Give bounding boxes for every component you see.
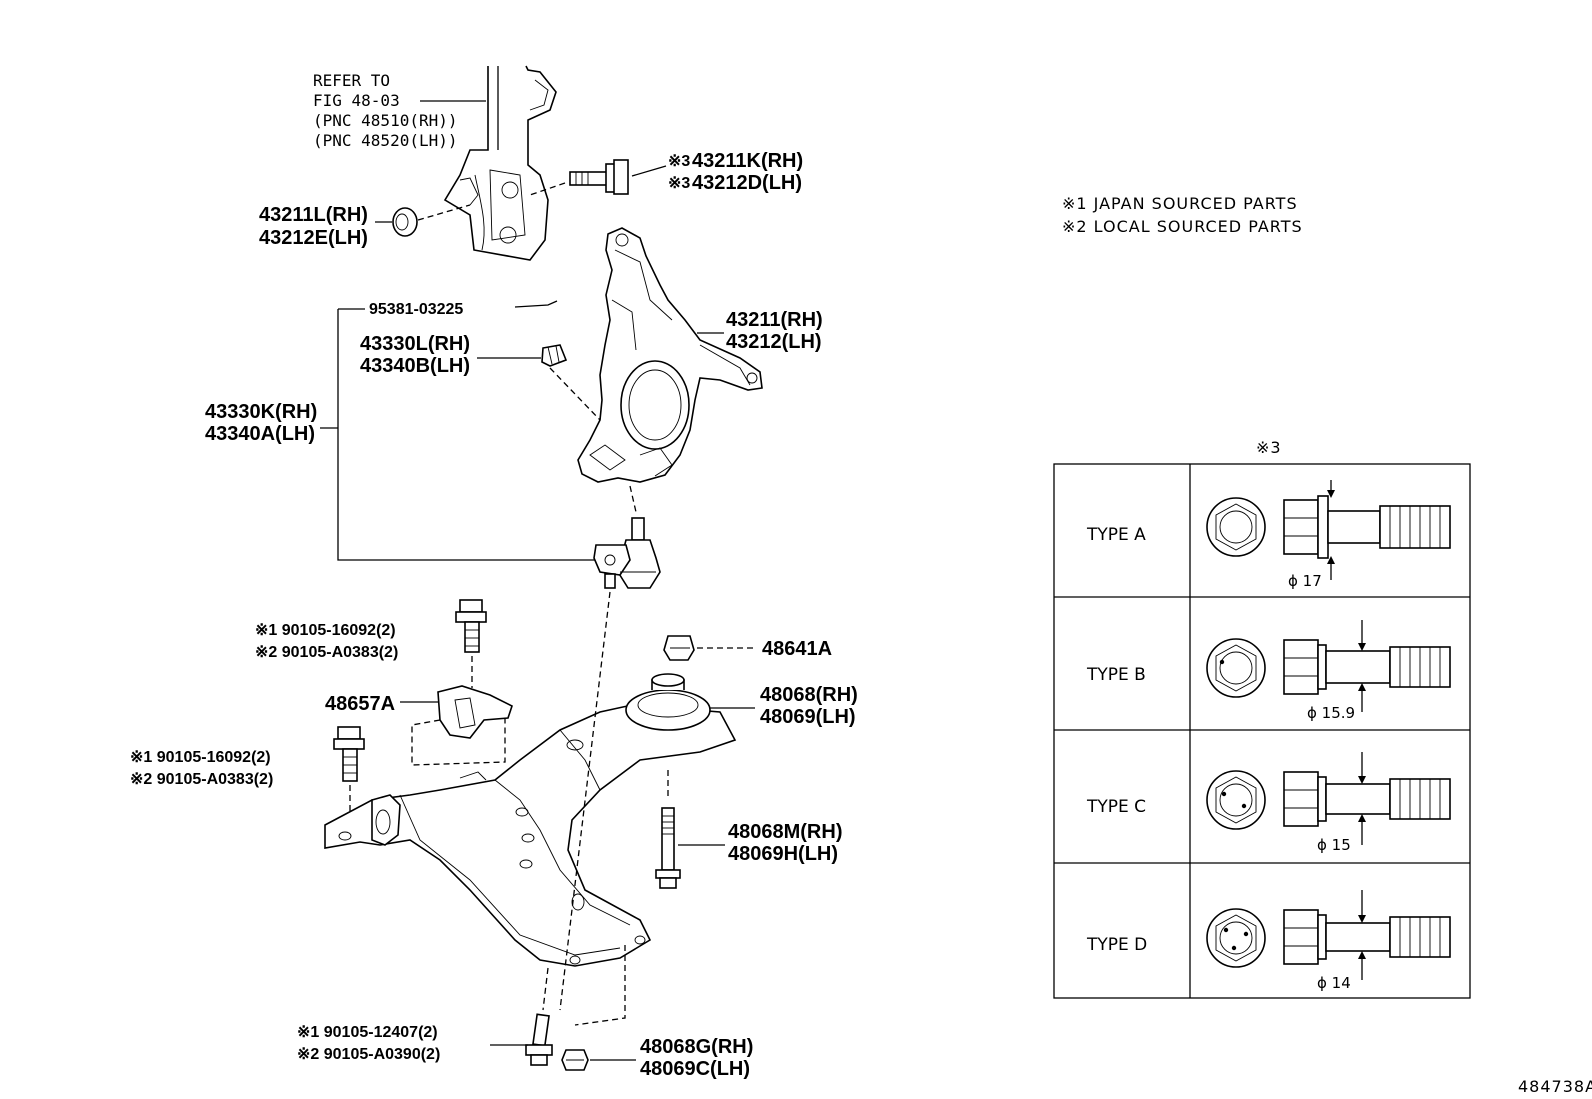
callout-95381: 95381-03225 [369, 301, 463, 318]
bushing-part [625, 673, 755, 800]
refer-line-3: (PNC 48510(RH)) [313, 111, 458, 130]
type-table-mark: ※3 [1256, 438, 1282, 457]
bracket-part [400, 685, 513, 766]
type-a-label: TYPE A [1086, 525, 1146, 545]
strut-bolt-mark-lh: ※3 [668, 175, 690, 192]
type-a-row: TYPE A ϕ 17 [1086, 480, 1451, 590]
strut-assembly [443, 65, 557, 261]
callout-43212E: 43212E(LH) [259, 227, 368, 249]
figure-id: 484738A [1518, 1077, 1592, 1096]
callout-bolt-b-2: ※2 90105-A0383(2) [130, 771, 273, 788]
refer-note: REFER TO FIG 48-03 (PNC 48510(RH)) (PNC … [313, 71, 486, 150]
callout-48069: 48069(LH) [760, 706, 856, 728]
arm-nut-part [561, 1049, 636, 1071]
callout-bolt-a-1: ※1 90105-16092(2) [255, 622, 396, 639]
strut-bolt-part [529, 159, 667, 196]
castle-nut-part [477, 344, 601, 421]
steering-knuckle [577, 227, 763, 483]
type-d-label: TYPE D [1086, 935, 1147, 955]
callout-43212D: 43212D(LH) [692, 172, 802, 194]
type-b-label: TYPE B [1086, 665, 1146, 685]
type-d-row: TYPE D [1086, 890, 1451, 992]
strut-bolt-mark-rh: ※3 [668, 153, 690, 170]
type-c-row: TYPE C ϕ 1 [1086, 752, 1451, 854]
ball-joint-part [593, 485, 661, 589]
rear-bolt-part [655, 807, 725, 889]
type-c-label: TYPE C [1086, 797, 1146, 817]
callout-48068: 48068(RH) [760, 684, 858, 706]
type-c-bolt-icon [1283, 752, 1451, 845]
refer-line-1: REFER TO [313, 71, 390, 90]
strut-nut-part [375, 204, 471, 237]
callout-bolt-b-1: ※1 90105-16092(2) [130, 749, 271, 766]
bolt-b-part [333, 726, 365, 830]
note-japan-sourced: ※1 JAPAN SOURCED PARTS [1062, 194, 1298, 213]
bolt-a-part [455, 599, 487, 688]
bolt-type-table: ※3 TYPE A [1053, 438, 1471, 999]
nut-48641-part [663, 635, 755, 661]
callout-48068G: 48068G(RH) [640, 1036, 753, 1058]
callout-43211K: 43211K(RH) [692, 150, 803, 172]
note-local-sourced: ※2 LOCAL SOURCED PARTS [1062, 217, 1303, 236]
callout-48657A: 48657A [325, 693, 395, 715]
callout-43340B: 43340B(LH) [360, 355, 470, 377]
refer-line-2: FIG 48-03 [313, 91, 400, 110]
callout-43340A: 43340A(LH) [205, 423, 315, 445]
refer-line-4: (PNC 48520(LH)) [313, 131, 458, 150]
type-d-diameter: ϕ 14 [1317, 974, 1351, 992]
callout-bolt-c-2: ※2 90105-A0390(2) [297, 1046, 440, 1063]
type-a-diameter: ϕ 17 [1288, 572, 1322, 590]
callout-48641A: 48641A [762, 638, 832, 660]
type-b-bolt-icon [1283, 620, 1451, 712]
type-d-bolt-icon [1283, 890, 1451, 980]
callout-43211: 43211(RH) [726, 309, 823, 331]
callout-bolt-c-1: ※1 90105-12407(2) [297, 1024, 438, 1041]
type-b-row: TYPE B ϕ 15.9 [1086, 620, 1451, 722]
callout-48068M: 48068M(RH) [728, 821, 842, 843]
callout-48069C: 48069C(LH) [640, 1058, 750, 1080]
type-c-diameter: ϕ 15 [1317, 836, 1351, 854]
callout-43330L: 43330L(RH) [360, 333, 470, 355]
lower-arm [324, 704, 737, 967]
type-a-bolt-icon [1283, 480, 1451, 580]
callout-48069H: 48069H(LH) [728, 843, 838, 865]
callout-43211L: 43211L(RH) [259, 204, 368, 226]
callout-43330K: 43330K(RH) [205, 401, 317, 423]
bolt-c-part [490, 967, 553, 1066]
type-b-diameter: ϕ 15.9 [1307, 704, 1355, 722]
callout-43212: 43212(LH) [726, 331, 822, 353]
callout-bolt-a-2: ※2 90105-A0383(2) [255, 644, 398, 661]
